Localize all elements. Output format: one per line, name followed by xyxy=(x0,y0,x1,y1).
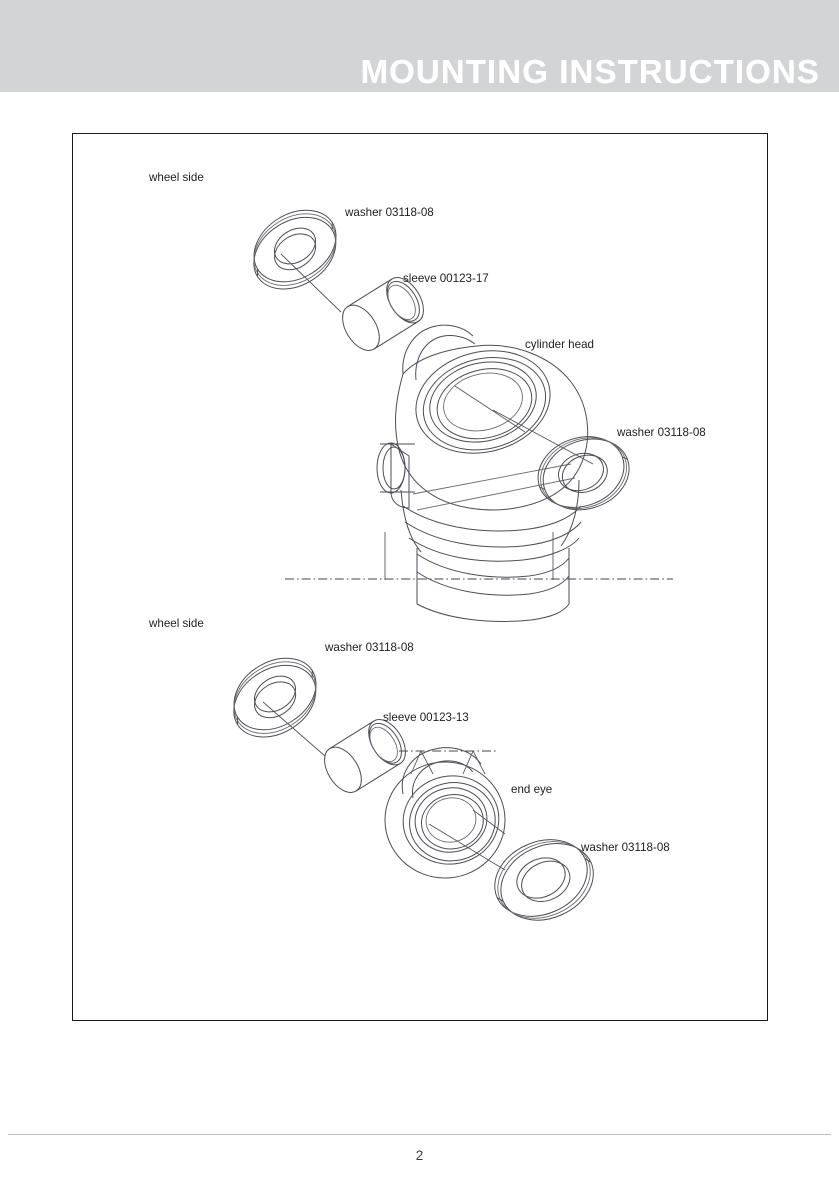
leader-washer-lower-left xyxy=(262,701,326,757)
sleeve-upper xyxy=(342,277,424,351)
label-washer-lower-right: washer 03118-08 xyxy=(580,841,670,854)
sleeve-lower xyxy=(324,719,406,793)
leader-washer-upper-right xyxy=(492,409,594,465)
projection-line-lower-right xyxy=(462,750,474,775)
page-header-band: MOUNTING INSTRUCTIONS xyxy=(0,0,839,92)
label-end-eye: end eye xyxy=(511,783,552,796)
page-title-descender-overflow: MOUNTING INSTRUCTIONS xyxy=(360,53,820,90)
page-title: MOUNTING INSTRUCTIONS xyxy=(360,53,820,90)
leader-washer-lower-right xyxy=(428,823,506,871)
upper-assembly-group: wheel side washer 03118-08 sleeve 00123-… xyxy=(148,171,706,622)
projection-line-lower-right-b xyxy=(472,750,486,775)
end-eye xyxy=(384,747,506,879)
washer-lower-right xyxy=(494,839,594,921)
label-wheel-side-upper: wheel side xyxy=(148,171,204,184)
leader-cylinder-head xyxy=(454,385,526,433)
label-cylinder-head: cylinder head xyxy=(525,338,594,351)
assembly-diagram: wheel side washer 03118-08 sleeve 00123-… xyxy=(148,171,706,921)
label-sleeve-upper: sleeve 00123-17 xyxy=(403,272,489,285)
label-washer-lower-left: washer 03118-08 xyxy=(324,641,414,654)
washer-upper-right xyxy=(537,436,630,511)
leader-washer-upper-left xyxy=(280,253,342,313)
footer-divider xyxy=(8,1134,831,1135)
label-sleeve-lower: sleeve 00123-13 xyxy=(383,711,469,724)
label-washer-upper-right: washer 03118-08 xyxy=(616,426,706,439)
washer-upper-left xyxy=(253,209,337,290)
leader-end-eye xyxy=(472,809,506,835)
lower-assembly-group: wheel side washer 03118-08 sleeve 00123-… xyxy=(148,617,670,921)
label-wheel-side-lower: wheel side xyxy=(148,617,204,630)
diagram-frame: wheel side washer 03118-08 sleeve 00123-… xyxy=(72,133,768,1021)
projection-line-lower-left-b xyxy=(420,750,434,775)
page-number: 2 xyxy=(415,1148,424,1163)
washer-lower-left xyxy=(233,657,317,738)
cylinder-head xyxy=(376,324,589,622)
projection-line-lower-left xyxy=(410,750,422,775)
label-washer-upper-left: washer 03118-08 xyxy=(344,206,434,219)
side-boss xyxy=(376,442,415,509)
